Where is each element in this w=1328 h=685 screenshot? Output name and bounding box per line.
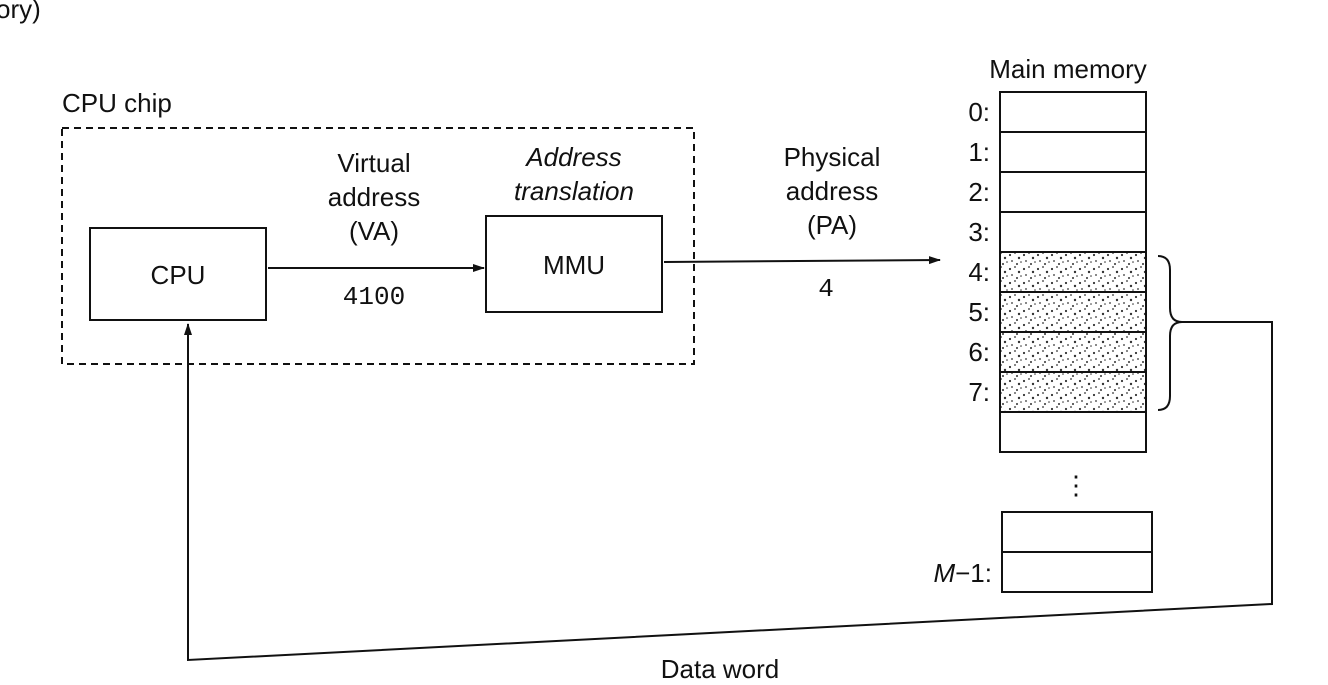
address-translation-line1: Address: [524, 142, 621, 172]
physical-address-value: 4: [818, 274, 834, 304]
cpu-label: CPU: [151, 260, 206, 290]
memory-last-row-label: M−1:: [933, 558, 992, 588]
virtual-address-value: 4100: [343, 282, 405, 312]
memory-row-label-5: 5:: [968, 297, 990, 327]
data-word-label: Data word: [661, 654, 780, 680]
physical-address-line2: address: [786, 176, 879, 206]
memory-cell-last: [1001, 551, 1153, 593]
mmu-label: MMU: [543, 250, 605, 280]
memory-row-label-2: 2:: [968, 177, 990, 207]
memory-cell-penultimate: [1001, 511, 1153, 553]
memory-ellipsis: ⋮: [1063, 470, 1089, 500]
memory-cell-5: [999, 291, 1147, 333]
virtual-address-line1: Virtual: [337, 148, 410, 178]
memory-cell-2: [999, 171, 1147, 213]
memory-cell-7: [999, 371, 1147, 413]
memory-cell-4: [999, 251, 1147, 293]
mmu-box: [485, 215, 663, 313]
physical-address-line3: (PA): [807, 210, 857, 240]
memory-cells: [999, 91, 1153, 593]
memory-last-row-prefix: M: [933, 558, 955, 588]
memory-row-label-1: 1:: [968, 137, 990, 167]
virtual-address-line3: (VA): [349, 216, 399, 246]
memory-row-label-3: 3:: [968, 217, 990, 247]
memory-last-row-suffix: −1:: [955, 558, 992, 588]
memory-cell-3: [999, 211, 1147, 253]
physical-address-line1: Physical: [784, 142, 881, 172]
memory-cell-8: [999, 411, 1147, 453]
memory-row-labels: 0: 1: 2: 3: 4: 5: 6: 7:: [968, 97, 990, 407]
cpu-box: [89, 227, 267, 321]
data-word-brace: [1157, 255, 1183, 411]
main-memory-title: Main memory: [989, 54, 1146, 84]
memory-cell-0: [999, 91, 1147, 133]
cpu-chip-boundary: [61, 127, 695, 365]
memory-cell-1: [999, 131, 1147, 173]
virtual-address-line2: address: [328, 182, 421, 212]
data-word-return-path: [184, 321, 1273, 662]
memory-row-label-0: 0:: [968, 97, 990, 127]
partial-top-text: ory): [0, 0, 41, 24]
memory-row-label-4: 4:: [968, 257, 990, 287]
memory-row-label-7: 7:: [968, 377, 990, 407]
memory-cell-6: [999, 331, 1147, 373]
address-translation-line2: translation: [514, 176, 634, 206]
cpu-chip-label: CPU chip: [62, 88, 172, 118]
pa-arrow: [663, 256, 941, 265]
memory-row-label-6: 6:: [968, 337, 990, 367]
